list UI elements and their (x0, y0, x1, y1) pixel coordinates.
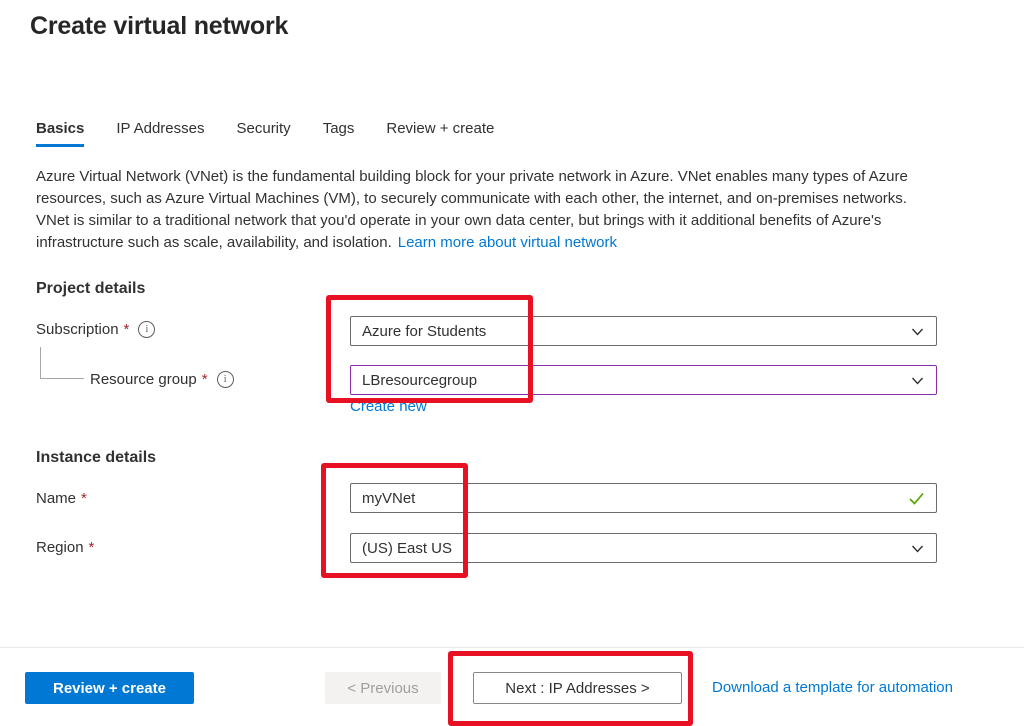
info-icon[interactable]: i (217, 371, 234, 388)
subscription-label: Subscription (36, 321, 119, 338)
required-asterisk: * (124, 321, 130, 338)
previous-button[interactable]: < Previous (325, 672, 441, 704)
subscription-label-row: Subscription * i (36, 321, 155, 338)
region-label-row: Region * (36, 539, 94, 556)
required-asterisk: * (81, 490, 87, 507)
checkmark-icon (908, 491, 925, 506)
review-create-button[interactable]: Review + create (25, 672, 194, 704)
region-label: Region (36, 539, 84, 556)
tab-security[interactable]: Security (237, 120, 291, 147)
tree-connector-horizontal (40, 378, 84, 379)
tab-review-create[interactable]: Review + create (386, 120, 494, 147)
chevron-down-icon (910, 324, 925, 339)
chevron-down-icon (910, 373, 925, 388)
required-asterisk: * (89, 539, 95, 556)
tab-basics[interactable]: Basics (36, 120, 84, 147)
vnet-description: Azure Virtual Network (VNet) is the fund… (36, 166, 933, 254)
footer-divider (0, 647, 1024, 648)
name-label: Name (36, 490, 76, 507)
learn-more-link[interactable]: Learn more about virtual network (398, 234, 617, 251)
subscription-dropdown[interactable]: Azure for Students (350, 316, 937, 346)
resource-group-label-row: Resource group * i (90, 371, 234, 388)
create-new-link[interactable]: Create new (350, 398, 427, 415)
resource-group-dropdown[interactable]: LBresourcegroup (350, 365, 937, 395)
tab-tags[interactable]: Tags (323, 120, 355, 147)
info-icon[interactable]: i (138, 321, 155, 338)
download-template-link[interactable]: Download a template for automation (712, 679, 953, 696)
instance-details-heading: Instance details (36, 449, 156, 467)
name-label-row: Name * (36, 490, 87, 507)
wizard-tabs: Basics IP Addresses Security Tags Review… (36, 120, 494, 147)
chevron-down-icon (910, 541, 925, 556)
region-dropdown[interactable]: (US) East US (350, 533, 937, 563)
page-title: Create virtual network (30, 12, 288, 41)
name-value: myVNet (362, 490, 415, 507)
next-ip-addresses-button[interactable]: Next : IP Addresses > (473, 672, 682, 704)
resource-group-value: LBresourcegroup (362, 372, 477, 389)
project-details-heading: Project details (36, 280, 145, 298)
subscription-value: Azure for Students (362, 323, 486, 340)
name-input[interactable]: myVNet (350, 483, 937, 513)
tree-connector-vertical (40, 347, 41, 378)
resource-group-label: Resource group (90, 371, 197, 388)
required-asterisk: * (202, 371, 208, 388)
region-value: (US) East US (362, 540, 452, 557)
tab-ip-addresses[interactable]: IP Addresses (116, 120, 204, 147)
